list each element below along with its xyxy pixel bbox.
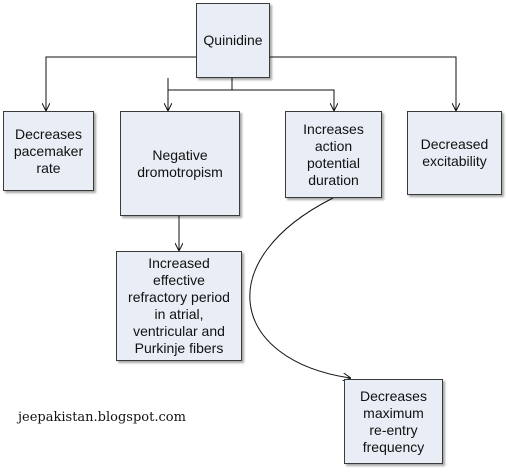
quinidine-box: Quinidine — [196, 3, 270, 78]
arrow-to-action-potential — [232, 89, 334, 110]
branch-line-left — [46, 56, 196, 110]
dromotropism-box: Negative dromotropism — [120, 111, 240, 216]
refractory-period-box: Increased effective refractory period in… — [116, 251, 242, 361]
watermark-text: jeepakistan.blogspot.com — [18, 410, 186, 425]
pacemaker-box: Decreases pacemaker rate — [3, 111, 94, 191]
action-potential-box: Increases action potential duration — [285, 111, 382, 198]
excitability-box: Decreased excitability — [407, 111, 502, 195]
arrow-stem-down — [168, 78, 233, 91]
branch-line-right — [270, 56, 456, 110]
curve-to-reentry — [249, 197, 350, 378]
reentry-frequency-box: Decreases maximum re-entry frequency — [344, 379, 443, 464]
